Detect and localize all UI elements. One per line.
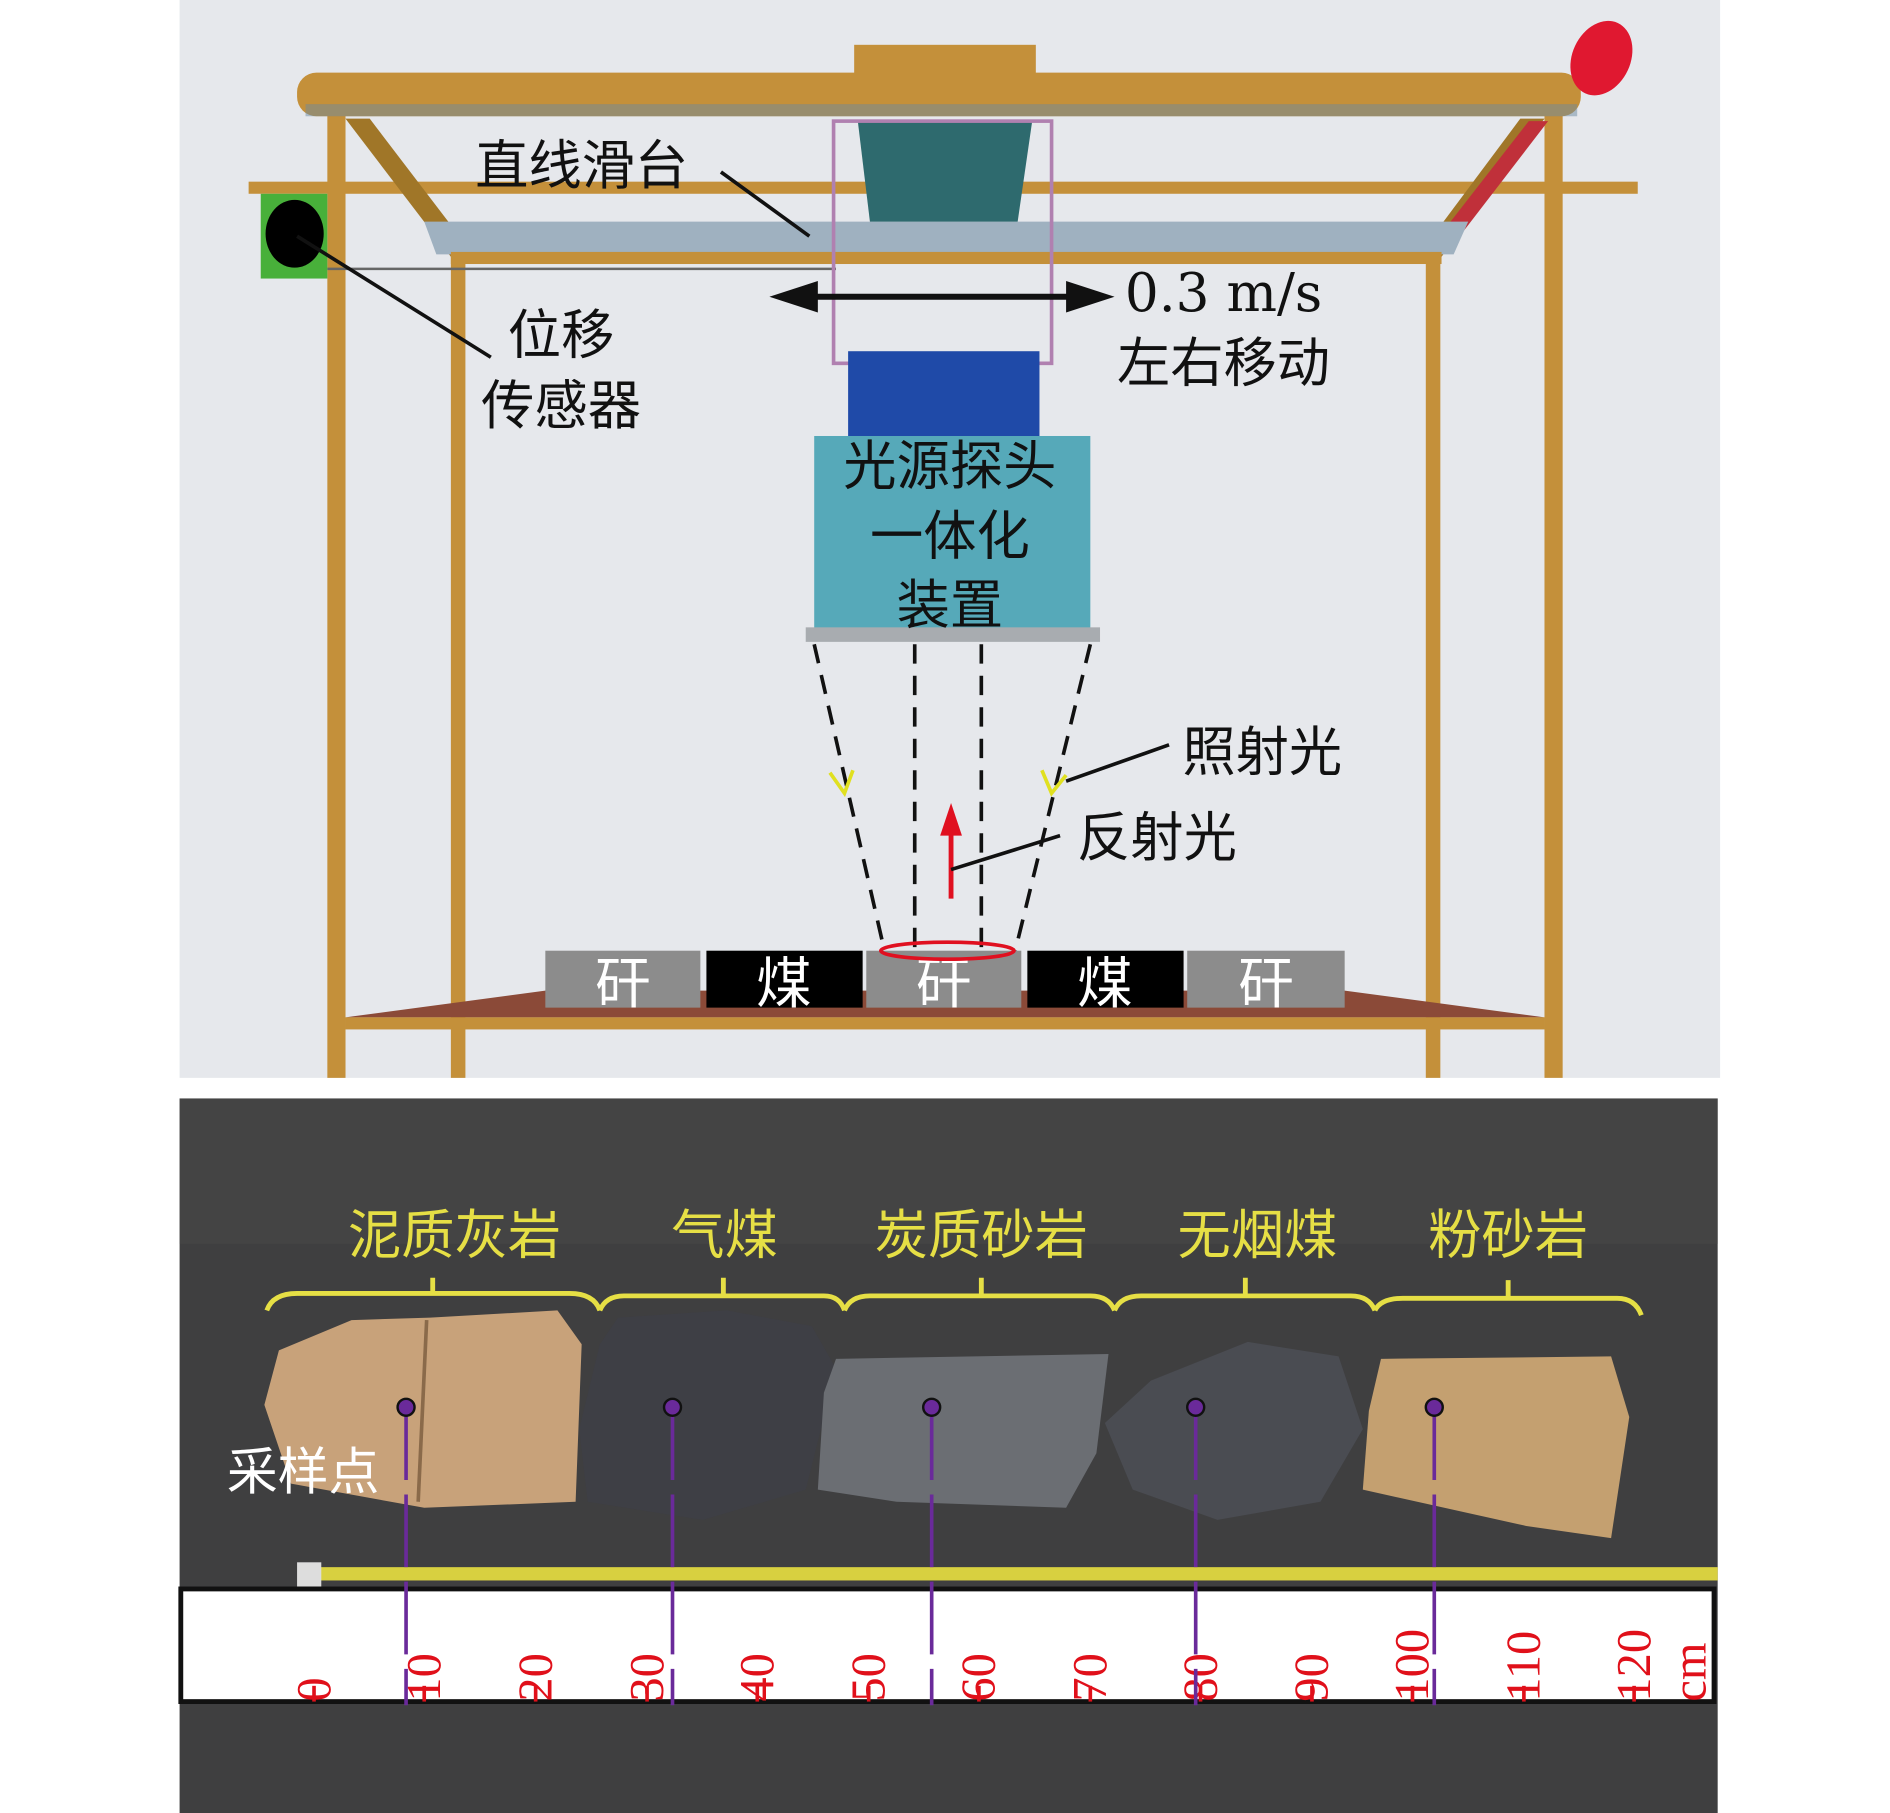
irradiation-arrow-right — [1040, 769, 1068, 797]
sample-points — [396, 1397, 1444, 1417]
rail-support — [450, 251, 1442, 265]
linear-slide-label: 直线滑台 — [475, 135, 688, 197]
gas-coal — [579, 1310, 837, 1520]
sensor-label: 位移 — [508, 305, 615, 367]
rock-label: 粉砂岩 — [1428, 1204, 1588, 1266]
sample-photo: 泥质灰岩 气煤 炭质砂岩 无烟煤 粉砂岩 采样点 0 10 — [178, 1098, 1718, 1813]
sample-point-label: 采样点 — [227, 1443, 380, 1502]
sample-point — [921, 1397, 942, 1417]
linear-rail — [424, 221, 1469, 255]
beam-shadow — [305, 104, 1578, 117]
device-label: 一体化 — [870, 506, 1030, 568]
photo-shade — [179, 1098, 1718, 1244]
red-rod — [1443, 121, 1549, 237]
table-edge — [345, 1017, 1545, 1030]
reflection-arrow-head — [940, 802, 962, 836]
tape-end — [297, 1562, 322, 1587]
block-label: 矸 — [916, 952, 972, 1017]
sample-lines — [404, 1407, 1437, 1706]
rocks — [264, 1310, 1630, 1539]
anthracite — [1104, 1341, 1363, 1520]
arrow-right-head — [1066, 280, 1115, 313]
ruler — [178, 1586, 1717, 1705]
post-left-outer — [327, 115, 346, 1078]
device-label: 装置 — [897, 575, 1004, 637]
measuring-tape — [303, 1567, 1718, 1581]
irradiation-label: 照射光 — [1182, 721, 1342, 783]
probe-plate — [805, 627, 1101, 642]
sensor-label: 传感器 — [481, 375, 641, 437]
rock-label: 炭质砂岩 — [875, 1204, 1088, 1266]
ruler-unit: cm — [1664, 1642, 1717, 1701]
motion-label: 左右移动 — [1117, 332, 1330, 394]
apparatus-schematic: 矸 煤 矸 煤 矸 直线滑台 位移 传感器 0.3 m/s 左右移动 光源探头 … — [179, 0, 1721, 1078]
irradiation-arrow-left — [828, 769, 855, 798]
sample-point — [1186, 1397, 1206, 1417]
block-label: 煤 — [1077, 952, 1133, 1017]
leader-lines — [296, 170, 1170, 872]
block-label: 煤 — [756, 952, 812, 1017]
reflection-label: 反射光 — [1077, 807, 1237, 869]
slide-carriage — [857, 121, 1033, 222]
sample-blocks: 矸 煤 矸 煤 矸 — [545, 950, 1345, 1017]
rock-label: 泥质灰岩 — [348, 1204, 561, 1266]
block-label: 矸 — [595, 952, 651, 1017]
blue-box — [848, 351, 1040, 439]
sample-point — [1424, 1397, 1444, 1417]
coal-block — [706, 950, 863, 1008]
tick-marks — [312, 1685, 1636, 1702]
device-label: 光源探头 — [843, 435, 1056, 497]
arrow-left-head — [769, 280, 818, 313]
probe-device — [814, 435, 1091, 630]
light-paths — [812, 643, 1093, 952]
gangue-block — [545, 950, 701, 1008]
rock-label: 气煤 — [671, 1204, 778, 1266]
post-right-inner — [1425, 254, 1441, 1078]
gangue-block — [1187, 950, 1345, 1008]
red-cylinder — [1570, 20, 1633, 96]
coal-block — [1027, 950, 1184, 1008]
rock-label: 无烟煤 — [1178, 1204, 1338, 1266]
group-braces — [264, 1277, 1644, 1317]
sampling-spot — [878, 940, 1016, 961]
sample-point — [662, 1397, 683, 1417]
carbonaceous-sandstone — [817, 1353, 1109, 1508]
speed-label: 0.3 m/s — [1125, 262, 1322, 324]
beam-block — [854, 44, 1036, 76]
sensor-circle — [265, 199, 324, 268]
block-label: 矸 — [1238, 952, 1294, 1017]
post-left-inner — [450, 254, 466, 1078]
sample-point — [396, 1397, 416, 1417]
post-right-outer — [1544, 115, 1563, 1078]
